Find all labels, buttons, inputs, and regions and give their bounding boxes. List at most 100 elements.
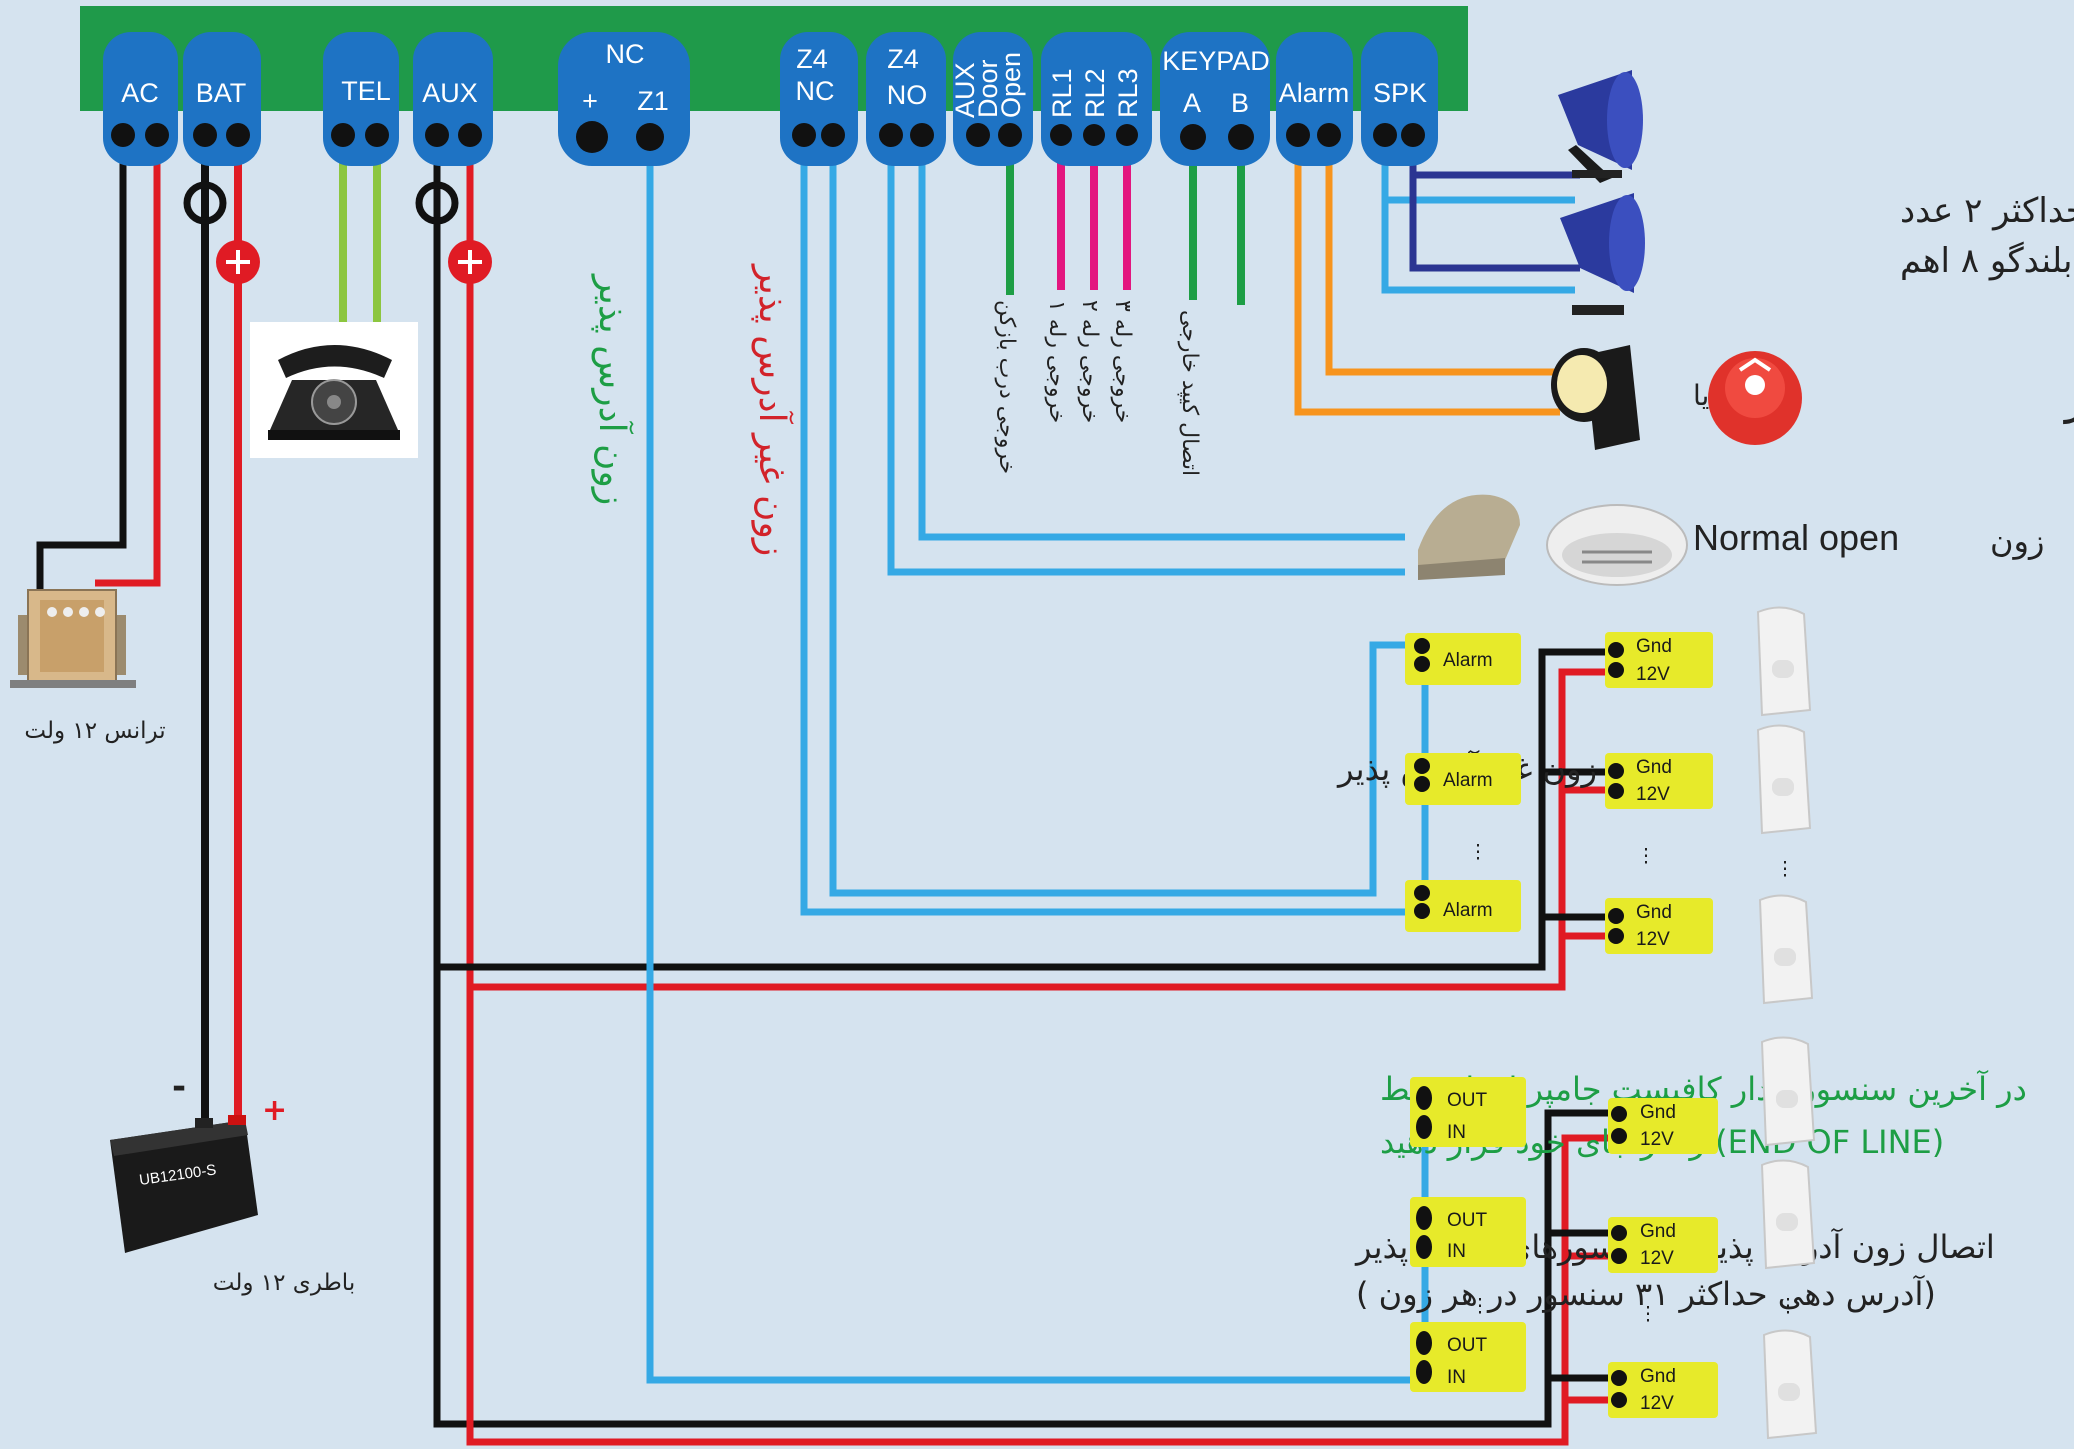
wires <box>36 135 1612 1446</box>
terminal-z4no-top: Z4 <box>887 44 919 74</box>
power-pad-3-gnd: Gnd <box>1636 902 1672 923</box>
aux-red-bus <box>466 135 1612 1446</box>
terminal-rl3-label: RL3 <box>1113 68 1143 118</box>
terminal-spk-label: SPK <box>1373 78 1427 108</box>
out-in-pad-1-out: OUT <box>1447 1090 1488 1111</box>
terminal-door-open-label: Open <box>996 52 1026 118</box>
relay3-label: خروجی رله ۳ <box>1110 300 1135 423</box>
aux-red-to-upper <box>470 668 1612 991</box>
terminal-tel[interactable]: TEL <box>323 32 399 166</box>
out-in-pad-3-out: OUT <box>1447 1335 1488 1356</box>
terminal-door-door: Door <box>973 59 1003 118</box>
terminal-tel-label: TEL <box>341 76 391 106</box>
keypad-ext-label: اتصال کیپد خارجی <box>1177 310 1202 476</box>
power-pad-1: Gnd 12V <box>1605 632 1713 688</box>
power-pad-5-gnd: Gnd <box>1640 1221 1676 1242</box>
ac-red-wire <box>95 135 161 587</box>
terminal-alarm-label: Alarm <box>1279 78 1350 108</box>
z4nc-wire-2 <box>829 135 1425 897</box>
siren-label: آژیر یا فلاشر <box>2063 370 2074 425</box>
power-pad-5: Gnd 12V <box>1608 1217 1718 1273</box>
terminal-bat[interactable]: BAT <box>183 32 261 166</box>
pir-dots-upper: ⋮ <box>1776 859 1795 880</box>
speakers-label-line2: بلندگو ۸ اهم <box>1900 241 2072 281</box>
z4no-wire-1 <box>887 135 1405 576</box>
transformer-label: ترانس ۱۲ ولت <box>24 718 165 744</box>
power-pad-3-12v: 12V <box>1636 929 1670 950</box>
out-in-pad-3-in: IN <box>1447 1367 1466 1388</box>
bat-plus-marker <box>216 240 260 284</box>
power-pad-6: Gnd 12V <box>1608 1362 1718 1418</box>
power-pad-2: Gnd 12V <box>1605 753 1713 809</box>
terminal-keypad-a: A <box>1183 88 1201 118</box>
out-in-pad-2: OUT IN <box>1410 1197 1526 1267</box>
terminal-aux[interactable]: AUX <box>413 32 493 166</box>
terminal-rl2-label: RL2 <box>1080 68 1110 118</box>
battery-plus-label: + <box>262 1093 287 1128</box>
terminal-rl1-label: RL1 <box>1047 68 1077 118</box>
terminal-keypad[interactable]: KEYPAD A B <box>1160 32 1270 166</box>
foot-switch-icon <box>1418 494 1520 580</box>
battery-minus-label: - <box>172 1067 186 1107</box>
out-in-pad-1-in: IN <box>1447 1122 1466 1143</box>
terminal-nc-label: NC <box>606 39 645 69</box>
power-pad-4: Gnd 12V <box>1608 1098 1718 1154</box>
terminal-spk[interactable]: SPK <box>1361 32 1438 166</box>
terminal-z4nc-top: Z4 <box>796 44 828 74</box>
aux-minus-ring <box>415 181 459 225</box>
alarm-pad-2: Alarm <box>1405 753 1521 805</box>
power-pad-4-12v: 12V <box>1640 1129 1674 1150</box>
terminal-z4no-bottom: NO <box>887 80 928 110</box>
terminal-z4-no[interactable]: Z4 NO <box>866 32 946 166</box>
telephone-icon <box>250 322 418 458</box>
terminal-z1-label: Z1 <box>637 86 669 116</box>
speakers-label-line1: حداکثر ۲ عدد <box>1900 191 2074 231</box>
normal-open-label: Normal open <box>1693 517 1899 558</box>
alarm-pad-1-label: Alarm <box>1443 650 1493 671</box>
relay1-label: خروجی رله ۱ <box>1044 300 1069 423</box>
pir-detector-icon-1 <box>1756 606 1812 717</box>
terminal-keypad-label: KEYPAD <box>1162 46 1270 76</box>
addr-conn-line2-label: (آدرس دهی حداکثر ۳۱ سنسور در هر زون ) <box>1356 1274 1936 1313</box>
power-pad-1-gnd: Gnd <box>1636 636 1672 657</box>
terminal-z1[interactable]: NC + Z1 <box>558 32 690 166</box>
terminal-z4-nc[interactable]: Z4 NC <box>780 32 858 166</box>
terminal-relays[interactable]: RL1 RL2 RL3 <box>1041 32 1152 166</box>
pir-dots-lower: ⋮ <box>1779 1296 1798 1317</box>
alarm-pad-2-label: Alarm <box>1443 770 1493 791</box>
relay2-label: خروجی رله ۲ <box>1077 300 1102 423</box>
alarm-pads-dots: ⋮ <box>1469 842 1488 863</box>
terminal-door-open[interactable]: AUX Door Open <box>950 32 1033 166</box>
power-pad-6-12v: 12V <box>1640 1393 1674 1414</box>
ac-black-wire <box>36 135 127 590</box>
spk-navy-wire-2 <box>1409 175 1580 272</box>
siren-icon <box>1551 345 1640 450</box>
terminal-alarm[interactable]: Alarm <box>1276 32 1353 166</box>
speaker-icon-1 <box>1558 70 1643 183</box>
alarm-pad-3: Alarm <box>1405 880 1521 932</box>
terminal-keypad-b: B <box>1231 88 1249 118</box>
or-label: یا <box>1693 379 1709 412</box>
spk-blue-wire-2 <box>1381 200 1575 294</box>
terminal-ac[interactable]: AC <box>103 32 178 166</box>
pir-detector-icon-4 <box>1760 1036 1816 1147</box>
control-board: AC BAT TEL AUX NC + Z1 <box>80 6 1468 166</box>
power-pads-dots-upper: ⋮ <box>1637 846 1656 867</box>
power-pad-2-12v: 12V <box>1636 784 1670 805</box>
power-pad-1-12v: 12V <box>1636 664 1670 685</box>
terminal-door-aux: AUX <box>950 62 980 118</box>
pir-detector-icon-6 <box>1762 1329 1818 1440</box>
terminal-ac-label: AC <box>121 78 159 108</box>
pir-detector-icon-5 <box>1760 1159 1816 1270</box>
terminal-plus-label: + <box>582 86 598 116</box>
alarm-pad-1: Alarm <box>1405 633 1521 685</box>
smoke-detector-icon <box>1546 504 1688 586</box>
speaker-icon-2 <box>1560 193 1645 315</box>
power-pad-3: Gnd 12V <box>1605 898 1713 954</box>
flasher-icon <box>1708 351 1802 445</box>
pir-detector-icon-2 <box>1756 724 1812 835</box>
bat-minus-ring <box>183 181 227 225</box>
z4nc-wire-1 <box>800 135 1425 916</box>
transformer-icon <box>10 589 136 688</box>
